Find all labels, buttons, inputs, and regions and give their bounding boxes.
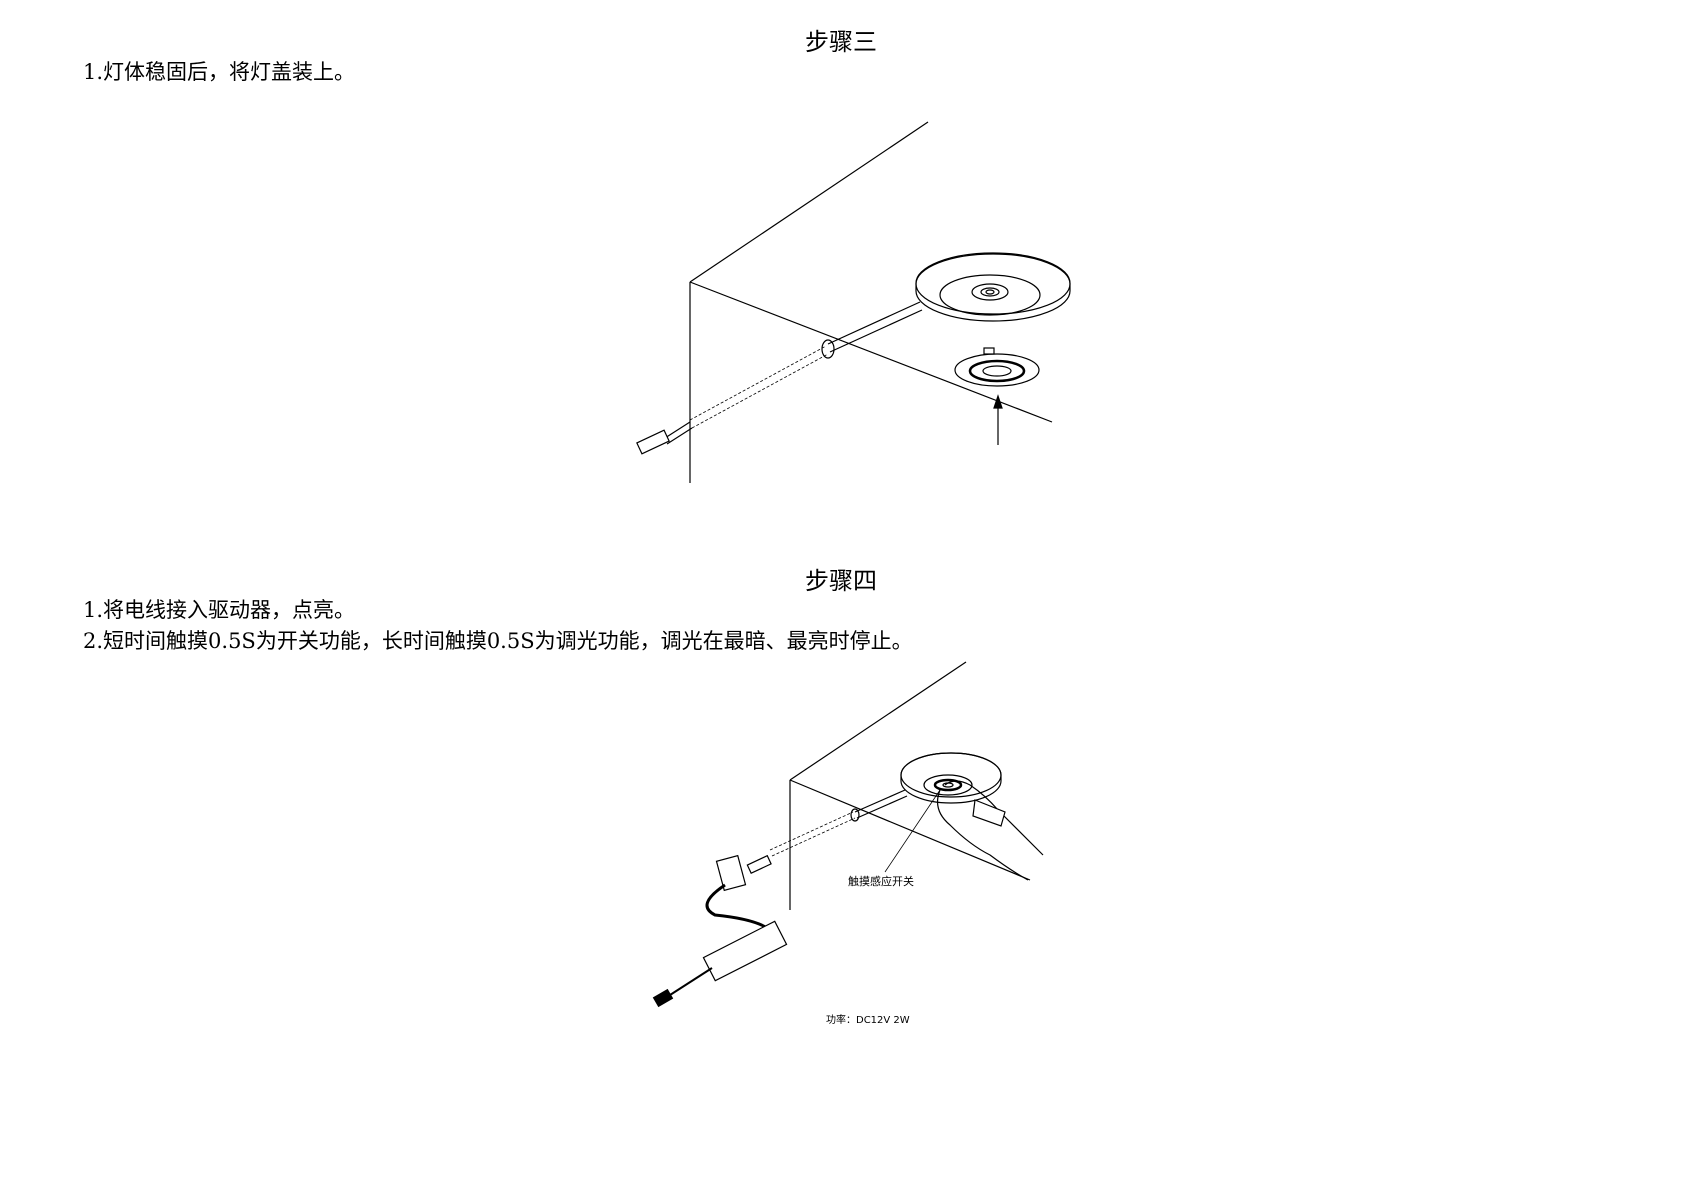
step4-title: 步骤四: [805, 567, 877, 595]
cabinet-edge-lines: [789, 661, 1031, 910]
light-body: [915, 252, 1071, 322]
step3-instruction-1: 1.灯体稳固后，将灯盖装上。: [83, 60, 356, 84]
light-cover: [954, 347, 1040, 387]
hand-illustration: [937, 780, 1044, 881]
cable: [746, 789, 908, 874]
step4-instruction-2: 2.短时间触摸0.5S为开关功能，长时间触摸0.5S为调光功能，调光在最暗、最亮…: [83, 629, 913, 653]
power-label: 功率：DC12V 2W: [826, 1015, 910, 1026]
arrow-up-icon: [993, 394, 1003, 445]
cable: [636, 301, 923, 455]
step3-title: 步骤三: [805, 28, 877, 56]
cabinet-edge-lines: [689, 121, 1053, 483]
touch-sensor-label: 触摸感应开关: [848, 875, 914, 888]
driver-and-plug: [652, 854, 788, 1008]
step4-instruction-1: 1.将电线接入驱动器，点亮。: [83, 598, 356, 622]
light-body: [884, 752, 1002, 873]
